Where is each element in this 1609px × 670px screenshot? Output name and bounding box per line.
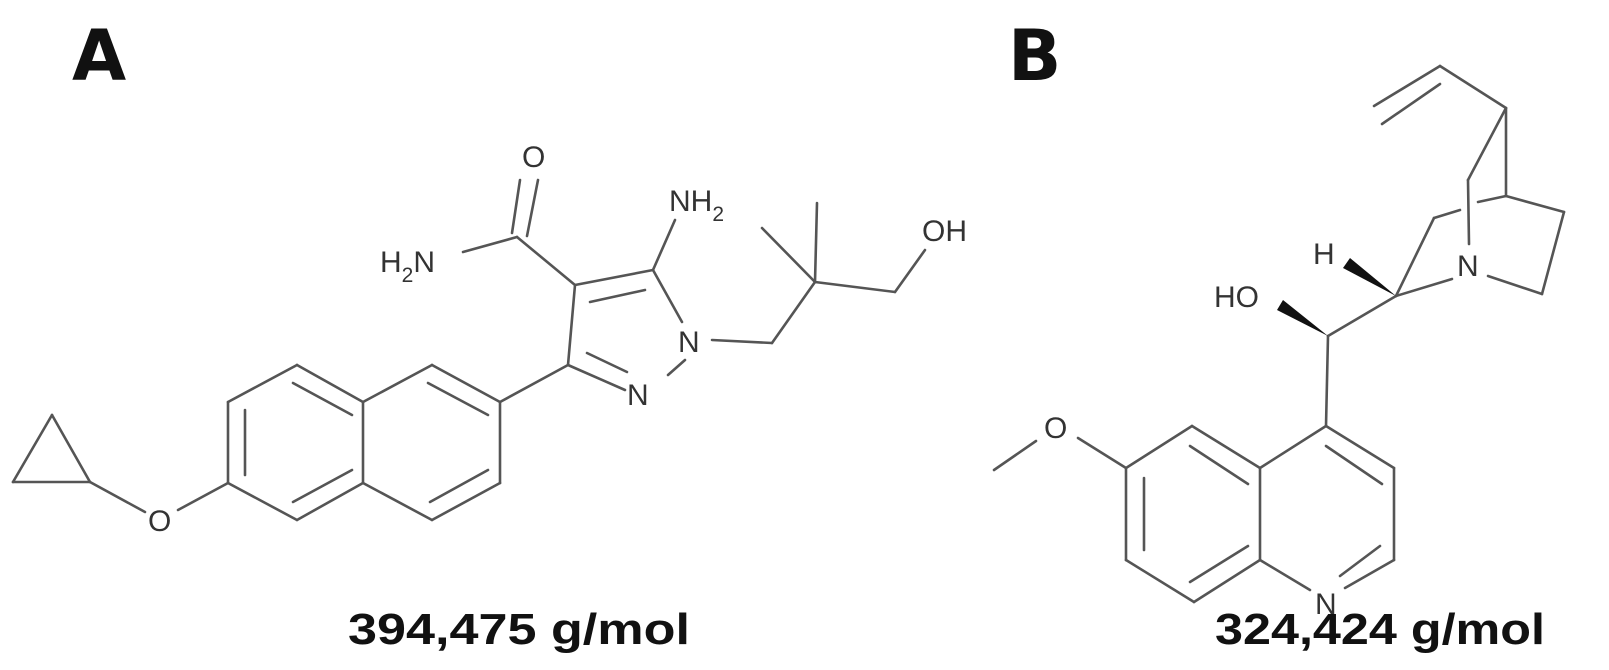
- atom-label: N: [669, 185, 691, 218]
- molecule-a-atom-labels: O H2N NH2 N N O OH: [148, 141, 967, 538]
- atom-label: N: [1457, 250, 1479, 283]
- atom-label: 2: [712, 203, 724, 226]
- molecule-b-atom-labels: O N HO H N: [1044, 238, 1479, 621]
- atom-label: O: [522, 141, 545, 174]
- panel-a: A: [11, 15, 967, 654]
- atom-label: OH: [922, 215, 967, 248]
- atom-label: N: [627, 379, 649, 412]
- molecular-weight-a: 394,475 g/mol: [348, 605, 690, 654]
- stereo-wedge-bond: [1343, 258, 1396, 296]
- atom-label: HO: [1214, 281, 1259, 314]
- atom-label: N: [678, 326, 700, 359]
- atom-label: O: [1044, 412, 1067, 445]
- molecule-b-bonds: [992, 64, 1566, 604]
- atom-label: H: [1313, 238, 1335, 271]
- atom-label: H: [380, 246, 402, 279]
- atom-label: H2N: [380, 246, 435, 287]
- atom-label: N: [1315, 588, 1337, 621]
- panel-label-a: A: [72, 15, 126, 97]
- atom-label: 2: [402, 264, 414, 287]
- atom-label: NH2: [669, 185, 724, 226]
- atom-label: H: [691, 185, 713, 218]
- stereo-wedge-bond: [1277, 300, 1328, 336]
- panel-label-b: B: [1008, 15, 1061, 97]
- molecule-a-bonds: [11, 178, 927, 522]
- panel-b: B: [992, 15, 1566, 654]
- atom-label: N: [413, 246, 435, 279]
- molecular-weight-b: 324,424 g/mol: [1215, 605, 1545, 654]
- atom-label: O: [148, 505, 171, 538]
